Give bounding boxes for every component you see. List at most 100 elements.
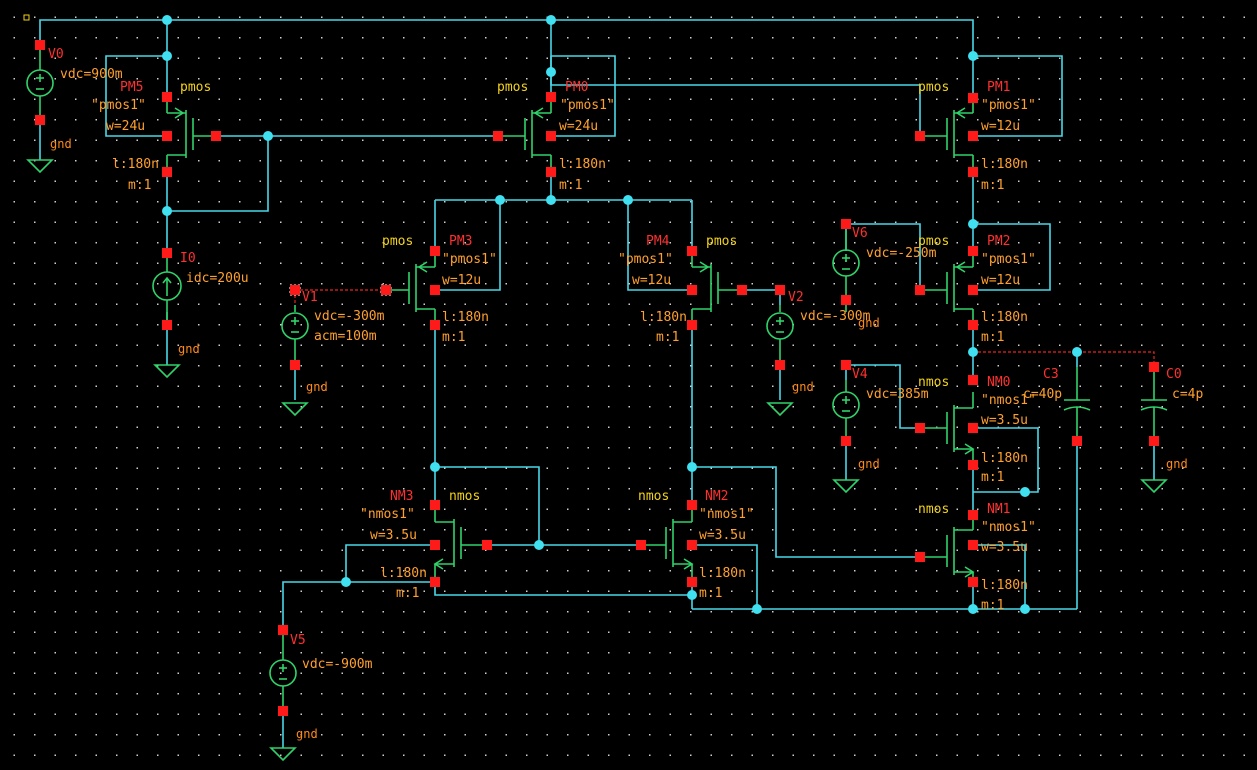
- junction-4[interactable]: [546, 67, 556, 77]
- pin-36[interactable]: [915, 423, 925, 433]
- junction-13[interactable]: [430, 462, 440, 472]
- pin-54[interactable]: [687, 577, 697, 587]
- junction-1[interactable]: [546, 15, 556, 25]
- pin-49[interactable]: [482, 540, 492, 550]
- wire-nm-source[interactable]: [346, 581, 692, 596]
- pin-40[interactable]: [915, 552, 925, 562]
- wire-pm3-bulk[interactable]: [435, 200, 501, 291]
- pin-17[interactable]: [430, 285, 440, 295]
- c0-symbol[interactable]: [1140, 367, 1168, 441]
- pin-7[interactable]: [546, 92, 556, 102]
- pin-34[interactable]: [841, 360, 851, 370]
- pin-37[interactable]: [968, 375, 978, 385]
- pm3-symbol[interactable]: [386, 251, 436, 325]
- v2-symbol[interactable]: [766, 305, 794, 365]
- wire-pm5-bulk[interactable]: [105, 55, 167, 137]
- pin-43[interactable]: [968, 577, 978, 587]
- wire-nm1-gate[interactable]: [692, 466, 920, 558]
- pin-56[interactable]: [278, 706, 288, 716]
- junction-10[interactable]: [968, 219, 978, 229]
- pm4-symbol[interactable]: [691, 251, 742, 325]
- junction-17[interactable]: [687, 590, 697, 600]
- junction-12[interactable]: [1072, 347, 1082, 357]
- pin-18[interactable]: [430, 320, 440, 330]
- v1-symbol[interactable]: [281, 305, 309, 365]
- pin-21[interactable]: [290, 360, 300, 370]
- junction-6[interactable]: [162, 206, 172, 216]
- junction-8[interactable]: [546, 195, 556, 205]
- pin-51[interactable]: [687, 500, 697, 510]
- junction-3[interactable]: [162, 51, 172, 61]
- junction-2[interactable]: [968, 51, 978, 61]
- c3-symbol[interactable]: [1063, 367, 1091, 441]
- wire-nm1-bulk[interactable]: [973, 544, 1026, 609]
- pin-55[interactable]: [278, 625, 288, 635]
- nm2-symbol[interactable]: [641, 505, 694, 582]
- pin-28[interactable]: [841, 219, 851, 229]
- pin-3[interactable]: [162, 131, 172, 141]
- pin-10[interactable]: [915, 131, 925, 141]
- junction-16[interactable]: [341, 577, 351, 587]
- pin-19[interactable]: [381, 285, 391, 295]
- pin-26[interactable]: [775, 285, 785, 295]
- pin-11[interactable]: [968, 93, 978, 103]
- v4-symbol[interactable]: [832, 380, 860, 441]
- junction-7[interactable]: [495, 195, 505, 205]
- nm1-symbol[interactable]: [920, 515, 975, 582]
- pin-38[interactable]: [968, 423, 978, 433]
- pm2-symbol[interactable]: [920, 251, 974, 325]
- pin-16[interactable]: [430, 246, 440, 256]
- junction-14[interactable]: [687, 462, 697, 472]
- pm5-symbol[interactable]: [166, 97, 216, 172]
- pin-44[interactable]: [1072, 436, 1082, 446]
- junction-20[interactable]: [1020, 604, 1030, 614]
- pin-47[interactable]: [430, 500, 440, 510]
- pin-33[interactable]: [968, 320, 978, 330]
- pin-22[interactable]: [687, 246, 697, 256]
- pin-25[interactable]: [737, 285, 747, 295]
- wire-diode[interactable]: [167, 136, 269, 212]
- nm3-symbol[interactable]: [433, 505, 487, 582]
- wire-nm2-bulk[interactable]: [692, 544, 758, 609]
- pin-23[interactable]: [687, 285, 697, 295]
- junction-18[interactable]: [752, 604, 762, 614]
- pin-15[interactable]: [162, 320, 172, 330]
- pm1-symbol[interactable]: [920, 98, 974, 172]
- pin-9[interactable]: [546, 167, 556, 177]
- pin-50[interactable]: [430, 577, 440, 587]
- wire-pm0-bulk[interactable]: [551, 55, 616, 137]
- junction-11[interactable]: [968, 347, 978, 357]
- wire-pm1-gate[interactable]: [550, 72, 921, 136]
- pin-35[interactable]: [841, 436, 851, 446]
- pin-32[interactable]: [968, 285, 978, 295]
- pin-13[interactable]: [968, 167, 978, 177]
- pin-8[interactable]: [546, 131, 556, 141]
- nm0-symbol[interactable]: [920, 392, 975, 465]
- pin-31[interactable]: [968, 246, 978, 256]
- pin-20[interactable]: [290, 285, 300, 295]
- pin-39[interactable]: [968, 460, 978, 470]
- junction-0[interactable]: [162, 15, 172, 25]
- wire-nm0-bulk[interactable]: [973, 427, 1039, 493]
- junction-15[interactable]: [534, 540, 544, 550]
- pin-41[interactable]: [968, 510, 978, 520]
- pin-5[interactable]: [211, 131, 221, 141]
- wire-pm1-bulk[interactable]: [973, 55, 1063, 137]
- junction-21[interactable]: [1020, 487, 1030, 497]
- pin-1[interactable]: [35, 115, 45, 125]
- wire-nm3-diode[interactable]: [435, 466, 540, 546]
- pin-29[interactable]: [841, 295, 851, 305]
- wire-pm2-bulk[interactable]: [973, 223, 1051, 291]
- pin-48[interactable]: [430, 540, 440, 550]
- pin-0[interactable]: [35, 40, 45, 50]
- junction-5[interactable]: [263, 131, 273, 141]
- pin-45[interactable]: [1149, 362, 1159, 372]
- pin-12[interactable]: [968, 131, 978, 141]
- pin-42[interactable]: [968, 540, 978, 550]
- pin-6[interactable]: [493, 131, 503, 141]
- pin-14[interactable]: [162, 248, 172, 258]
- pin-27[interactable]: [775, 360, 785, 370]
- wire-pm4-bulk[interactable]: [627, 200, 692, 291]
- pin-52[interactable]: [636, 540, 646, 550]
